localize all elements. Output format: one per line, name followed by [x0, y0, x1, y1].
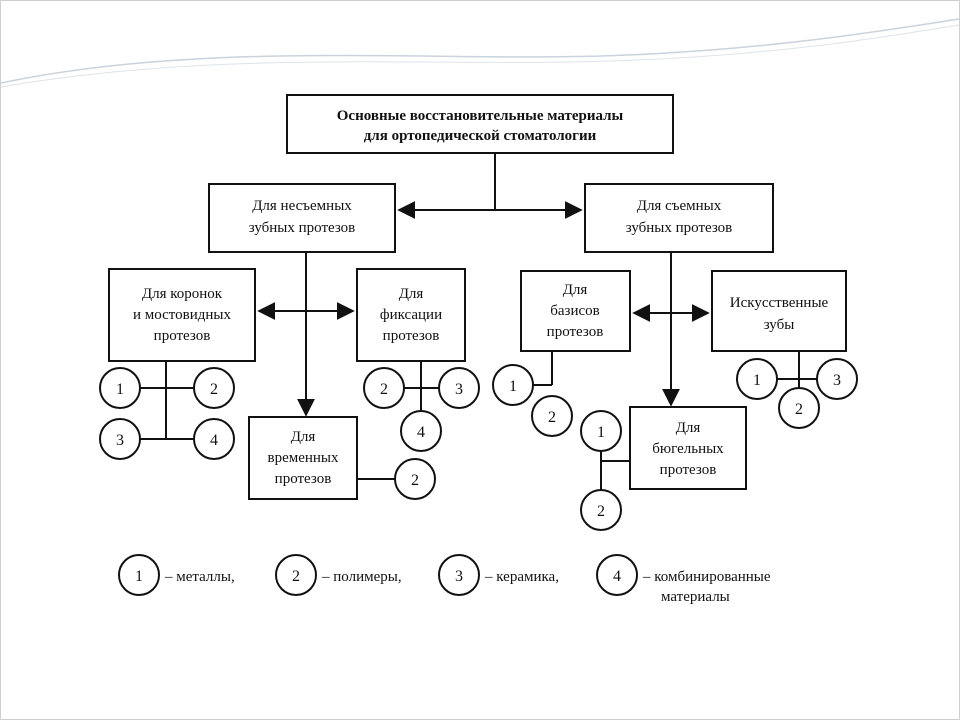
node-removable-line-2: зубных протезов: [626, 220, 733, 236]
node-bases-line-2: базисов: [550, 303, 599, 319]
node-crowns-line-2: и мостовидных: [133, 307, 232, 323]
legend-text: – металлы,: [164, 569, 235, 585]
node-clasp: Для бюгельных протезов: [629, 406, 747, 490]
material-code: 2: [380, 381, 388, 398]
legend-text: – полимеры,: [321, 569, 402, 585]
material-circles-clasp: 1 2: [580, 410, 622, 531]
node-artificial-teeth: Искусственные зубы: [711, 270, 847, 352]
node-removable-line-1: Для съемных: [637, 198, 722, 214]
material-circles-fixation: 2 3 4: [363, 367, 480, 452]
material-code: 2: [597, 503, 605, 520]
material-code: 3: [455, 381, 463, 398]
material-code: 3: [116, 432, 124, 449]
node-fixed-line-1: Для несъемных: [252, 198, 352, 214]
node-fixation-line-1: Для: [399, 286, 424, 302]
node-bases: Для базисов протезов: [520, 270, 631, 352]
node-root-line-1: Основные восстановительные материалы: [337, 108, 624, 124]
node-fixation: Для фиксации протезов: [356, 268, 466, 362]
node-removable: Для съемных зубных протезов: [584, 183, 774, 253]
node-artificial-teeth-line-1: Искусственные: [730, 295, 829, 311]
material-code: 4: [417, 424, 425, 441]
node-clasp-line-2: бюгельных: [652, 441, 724, 457]
material-circles-artificial-teeth: 1 3 2: [736, 358, 858, 429]
material-circles-temporary: 2: [394, 458, 436, 500]
node-temporary-line-2: временных: [267, 450, 339, 466]
node-crowns-line-3: протезов: [154, 328, 211, 344]
legend: 1 – металлы, 2 – полимеры, 3 – керамика,…: [118, 554, 771, 605]
node-crowns-line-1: Для коронок: [142, 286, 223, 302]
node-bases-line-3: протезов: [547, 324, 604, 340]
legend-code: 4: [613, 568, 621, 585]
node-temporary-line-3: протезов: [275, 471, 332, 487]
material-code: 1: [116, 381, 124, 398]
node-root: Основные восстановительные материалы для…: [286, 94, 674, 154]
node-temporary: Для временных протезов: [248, 416, 358, 500]
diagram-canvas: Основные восстановительные материалы для…: [99, 94, 858, 605]
material-code: 2: [795, 401, 803, 418]
material-code: 2: [548, 409, 556, 426]
node-root-line-2: для ортопедической стоматологии: [364, 128, 597, 144]
node-crowns: Для коронок и мостовидных протезов: [108, 268, 256, 362]
legend-code: 2: [292, 568, 300, 585]
node-bases-line-1: Для: [563, 282, 588, 298]
decorative-swoosh: [1, 18, 959, 88]
legend-code: 3: [455, 568, 463, 585]
material-circles-crowns: 1 2 3 4: [99, 367, 235, 460]
legend-text: – керамика,: [484, 569, 559, 585]
material-code: 4: [210, 432, 218, 449]
material-code: 3: [833, 372, 841, 389]
diagram: Основные восстановительные материалы для…: [89, 89, 865, 615]
node-clasp-line-3: протезов: [660, 462, 717, 478]
material-circles-bases: 1 2: [492, 364, 573, 437]
legend-text-continued: материалы: [661, 589, 730, 605]
material-code: 1: [509, 378, 517, 395]
node-fixed-line-2: зубных протезов: [249, 220, 356, 236]
legend-code: 1: [135, 568, 143, 585]
node-artificial-teeth-line-2: зубы: [764, 317, 795, 333]
node-clasp-line-1: Для: [676, 420, 701, 436]
node-fixed: Для несъемных зубных протезов: [208, 183, 396, 253]
node-fixation-line-2: фиксации: [380, 307, 442, 323]
material-code: 1: [753, 372, 761, 389]
node-fixation-line-3: протезов: [383, 328, 440, 344]
node-temporary-line-1: Для: [291, 429, 316, 445]
material-code: 2: [210, 381, 218, 398]
material-code: 1: [597, 424, 605, 441]
legend-text: – комбинированные: [642, 569, 771, 585]
material-code: 2: [411, 472, 419, 489]
